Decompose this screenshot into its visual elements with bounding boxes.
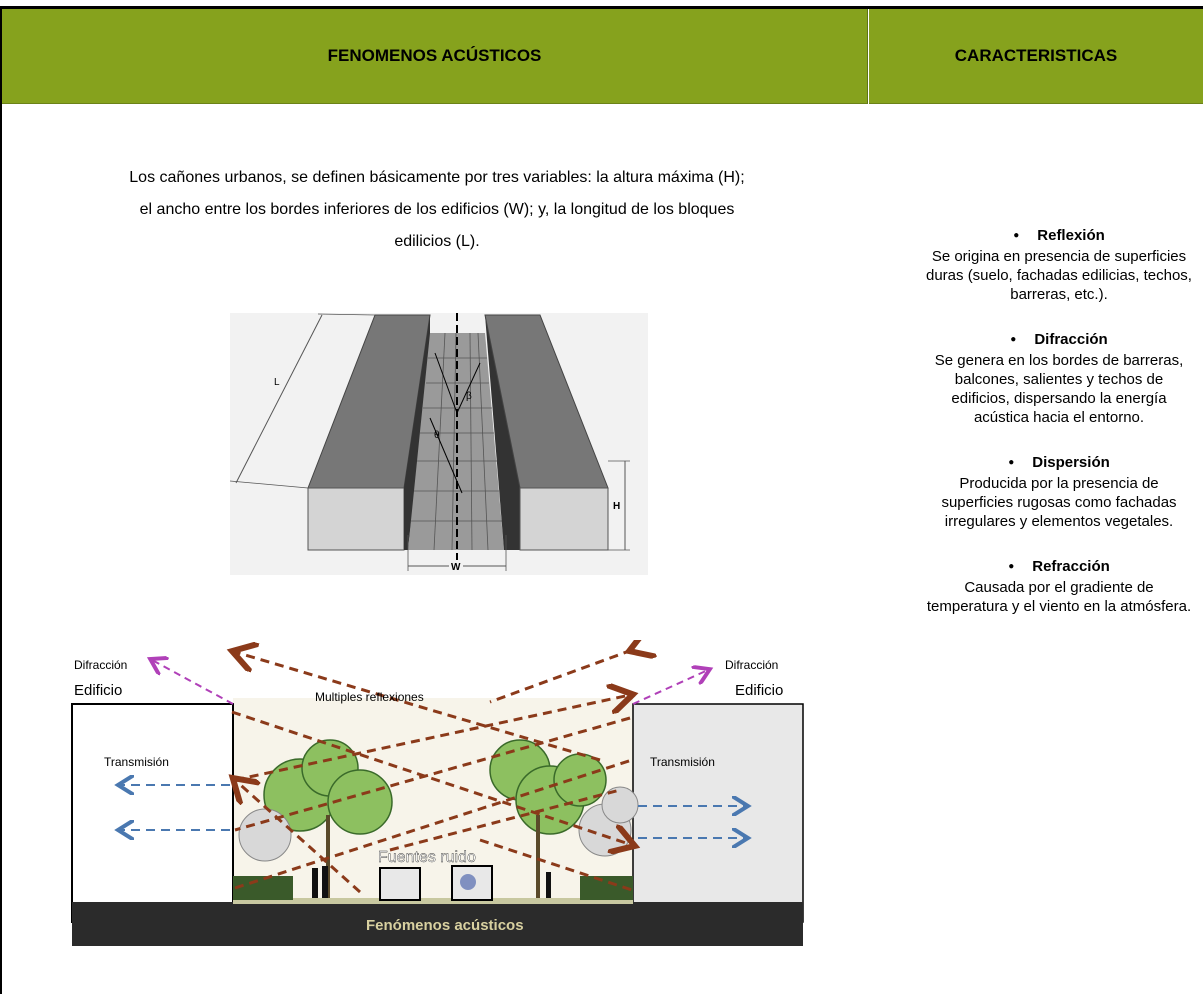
intro-line-2: el ancho entre los bordes inferiores de … xyxy=(139,201,735,218)
diffraction-left-label: Difracción xyxy=(74,658,127,672)
feature-description: Producida por la presencia de superficie… xyxy=(941,475,1177,530)
characteristics-list: Reflexión Se origina en presencia de sup… xyxy=(925,226,1193,642)
urban-canyon-svg: β θ L H W xyxy=(229,313,630,573)
transmission-left-label: Transmisión xyxy=(104,755,169,769)
header-acoustic-phenomena: FENOMENOS ACÚSTICOS xyxy=(2,9,868,104)
acoustic-phenomena-diagram: Difracción Difracción Multiples reflexio… xyxy=(60,640,820,960)
diffraction-right-label: Difracción xyxy=(725,658,778,672)
theta-label: θ xyxy=(434,430,440,441)
top-border xyxy=(0,6,1203,9)
feature-name: Dispersión xyxy=(925,453,1193,474)
feature-name: Refracción xyxy=(925,557,1193,578)
acoustic-svg: Difracción Difracción Multiples reflexio… xyxy=(71,640,804,946)
header-left-title: FENOMENOS ACÚSTICOS xyxy=(327,46,542,65)
acoustic-phenomena-bottom-label: Fenómenos acústicos xyxy=(366,917,524,934)
building-right-label: Edificio xyxy=(735,682,783,699)
table-frame xyxy=(0,6,1203,994)
noise-sources-label: Fuentes ruido xyxy=(378,849,476,866)
urban-canyon-diagram: β θ L H W xyxy=(229,313,648,575)
intro-line-1: Los cañones urbanos, se definen básicame… xyxy=(129,169,745,186)
building-left-label: Edificio xyxy=(74,682,122,699)
L-label: L xyxy=(274,377,280,388)
feature-description: Se genera en los bordes de barreras, bal… xyxy=(934,352,1184,426)
multiple-reflections-label: Multiples reflexiones xyxy=(315,690,424,704)
beta-label: β xyxy=(466,391,472,402)
feature-dispersion: Dispersión Producida por la presencia de… xyxy=(925,453,1193,531)
feature-description: Se origina en presencia de superficies d… xyxy=(926,248,1192,303)
feature-description: Causada por el gradiente de temperatura … xyxy=(926,579,1192,615)
feature-name: Difracción xyxy=(925,330,1193,351)
header-characteristics: CARACTERISTICAS xyxy=(869,9,1203,104)
header-right-title: CARACTERISTICAS xyxy=(954,46,1118,65)
transmission-right-label: Transmisión xyxy=(650,755,715,769)
intro-line-3: edilicios (L). xyxy=(394,233,480,250)
feature-name: Reflexión xyxy=(925,226,1193,247)
feature-reflection: Reflexión Se origina en presencia de sup… xyxy=(925,226,1193,304)
intro-paragraph: Los cañones urbanos, se definen básicame… xyxy=(20,162,854,258)
feature-refraction: Refracción Causada por el gradiente de t… xyxy=(925,557,1193,616)
H-label: H xyxy=(613,501,620,512)
W-label: W xyxy=(451,562,461,573)
feature-diffraction: Difracción Se genera en los bordes de ba… xyxy=(925,330,1193,427)
